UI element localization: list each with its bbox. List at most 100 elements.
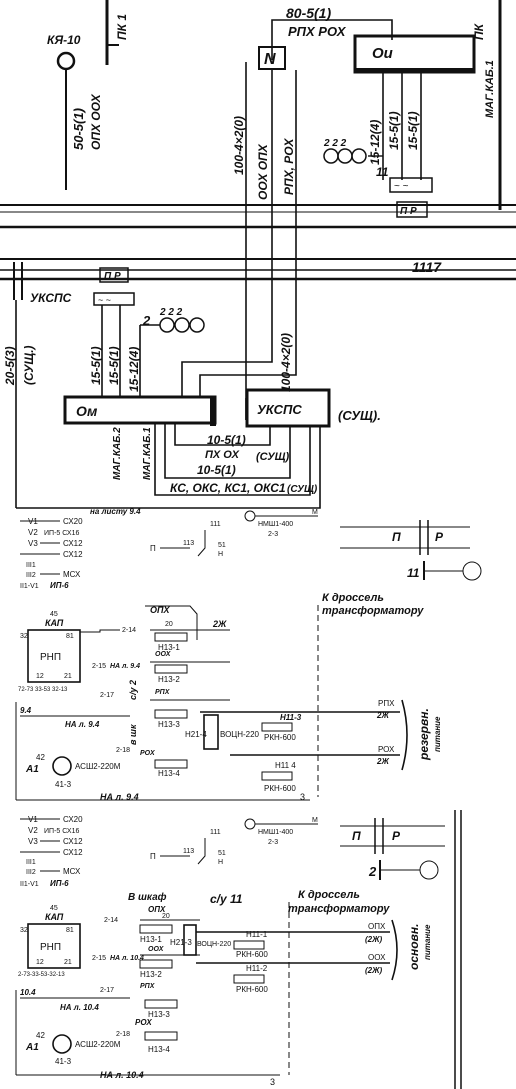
s1-pinout: 72-73 33-53 32-13: [18, 687, 68, 693]
s2-zh1: (2Ж): [365, 935, 383, 944]
num11-label: 11: [376, 165, 389, 179]
top-section: КЯ-10 50-5(1) ОПХ ООХ ПК 1 ПК 80-5(1) РП…: [0, 0, 516, 420]
s2-n32: 32: [20, 927, 28, 934]
s2-cx12a: СХ12: [63, 837, 83, 846]
pr-mid-label: П Р: [104, 271, 121, 282]
s2-ip6: ИП-6: [50, 879, 69, 888]
sushch3-label: (СУЩ): [256, 451, 290, 463]
s1-n81: 81: [66, 633, 74, 640]
signal-light-icon: [351, 148, 367, 164]
s2-t217: 2-17: [100, 987, 114, 994]
s2-relay-coil-icon: [244, 818, 256, 830]
s1-r51: 51: [218, 542, 226, 549]
signal-light-icon: [174, 317, 190, 333]
s1-np-sep: [419, 520, 429, 555]
pr-box-top: [396, 201, 428, 218]
s2-rox: РОХ: [135, 1018, 152, 1027]
pr-box-mid: [99, 267, 129, 283]
s1-cx12b: СХ12: [63, 550, 83, 559]
s1-contact: [197, 530, 206, 557]
s1-kdr1: К дроссель: [322, 592, 384, 604]
light-numbers: 2 2 2: [323, 138, 347, 149]
s1-rkn2: РКН-600: [264, 784, 296, 793]
c10a-path: [174, 423, 271, 446]
s2-cy11: с/у 11: [210, 892, 243, 906]
s2-h133: Н13-3: [148, 1010, 170, 1019]
s1-vocn-box: [203, 714, 219, 750]
s1-na94c: НА л. 9.4: [100, 792, 139, 802]
s2-rkn2: РКН-600: [236, 985, 268, 994]
c20-5-label: 20-5(3): [3, 346, 17, 386]
s1-v3: V3: [28, 539, 38, 548]
s1-na94b: НА л. 9.4: [65, 720, 100, 729]
s2-lamp-icon: [419, 860, 439, 880]
s1-rkn1: РКН-600: [264, 733, 296, 742]
s2-vshkaf: В шкаф: [128, 891, 167, 903]
s2-h132-box: [139, 959, 173, 969]
magkab2-label: МАГ.КАБ.2: [112, 427, 123, 480]
s2-nn2-box: [233, 974, 265, 984]
s2-opx-r: ОПХ: [368, 922, 386, 931]
s2-r113: 113: [183, 848, 194, 855]
s1-n32: 32: [20, 633, 28, 640]
s1-opx-bracket: [145, 605, 198, 640]
s1-nn4-box: [261, 771, 293, 781]
s2-h133-box: [144, 999, 178, 1009]
schematic-2: V1 СХ20 V2 ИП-5 СХ16 V3 СХ12 СХ12 III1 I…: [15, 810, 462, 1089]
s1-cx20: СХ20: [63, 517, 83, 526]
s2-pinout: 2-73-33-53-32-13: [18, 972, 65, 978]
s1-h131-box: [154, 632, 188, 642]
s1-h214: Н21-4: [185, 730, 207, 739]
s1-n45: 45: [50, 611, 58, 618]
s1-kdr2: трансформатору: [322, 605, 424, 617]
s2-n12: 12: [36, 959, 44, 966]
s1-cy2: с/у 2: [128, 680, 138, 700]
s2-t214: 2-14: [104, 917, 118, 924]
s1-oox: ООХ: [155, 651, 172, 658]
lamp-label: КЯ-10: [47, 33, 81, 47]
s2-acsh-icon: [52, 1034, 72, 1054]
s2-cx12b: СХ12: [63, 848, 83, 857]
s2-v2: V2: [28, 826, 38, 835]
s2-np-n: П: [352, 829, 361, 843]
s2-n413: 41-3: [55, 1057, 72, 1066]
middle-section: УКСПС 20-5(3) (СУЩ.) П Р ~ ~ 15-5(1) 15-…: [3, 262, 381, 509]
s1-rnp: РНП: [40, 652, 61, 663]
s1-mcx: МСХ: [63, 570, 81, 579]
ks-path: [154, 423, 311, 496]
s1-nn4: Н11 4: [275, 761, 296, 770]
s1-h132: Н13-2: [158, 675, 180, 684]
s1-nn3: Н11-3: [280, 713, 302, 722]
s1-iii2: III2: [26, 572, 36, 579]
s1-rez2: питание: [433, 716, 442, 752]
c100-path-2: [181, 340, 273, 398]
s1-np-n: П: [392, 530, 401, 544]
c10-5a-label: 10-5(1): [207, 433, 246, 447]
c20-bottom-path: [16, 426, 321, 509]
s1-wire: [80, 629, 120, 633]
s1-p: П: [150, 544, 156, 553]
ks-label: КС, ОКС, КС1, ОКС1: [170, 481, 286, 495]
s2-kdr1: К дроссель: [298, 889, 360, 901]
signal-light-icon: [189, 317, 205, 333]
s2-h213: Н21-3: [170, 938, 192, 947]
s1-n3: 3: [300, 792, 305, 802]
s2-h132: Н13-2: [140, 970, 162, 979]
c15-12-mid: 15-12(4): [127, 347, 141, 392]
pxox-label: ПХ ОХ: [205, 449, 240, 461]
light-numbers: 2 2 2: [159, 307, 183, 318]
s2-h134-box: [144, 1031, 178, 1041]
s1-h134: Н13-4: [158, 769, 180, 778]
ukspc-label: УКСПС: [30, 291, 72, 305]
s1-rox: РОХ: [140, 750, 156, 757]
cable-left-label: 50-5(1): [71, 108, 86, 150]
s1-acsh-icon: [52, 756, 72, 776]
s2-n81: 81: [66, 927, 74, 934]
s2-n21: 21: [64, 959, 72, 966]
s1-n413: 41-3: [55, 780, 72, 789]
s1-vshk: в шк: [128, 724, 138, 745]
s1-n2zh: 2Ж: [212, 619, 227, 629]
s2-mcx: МСХ: [63, 867, 81, 876]
s1-iii1: III1: [26, 562, 36, 569]
s1-lamp-icon: [462, 561, 482, 581]
